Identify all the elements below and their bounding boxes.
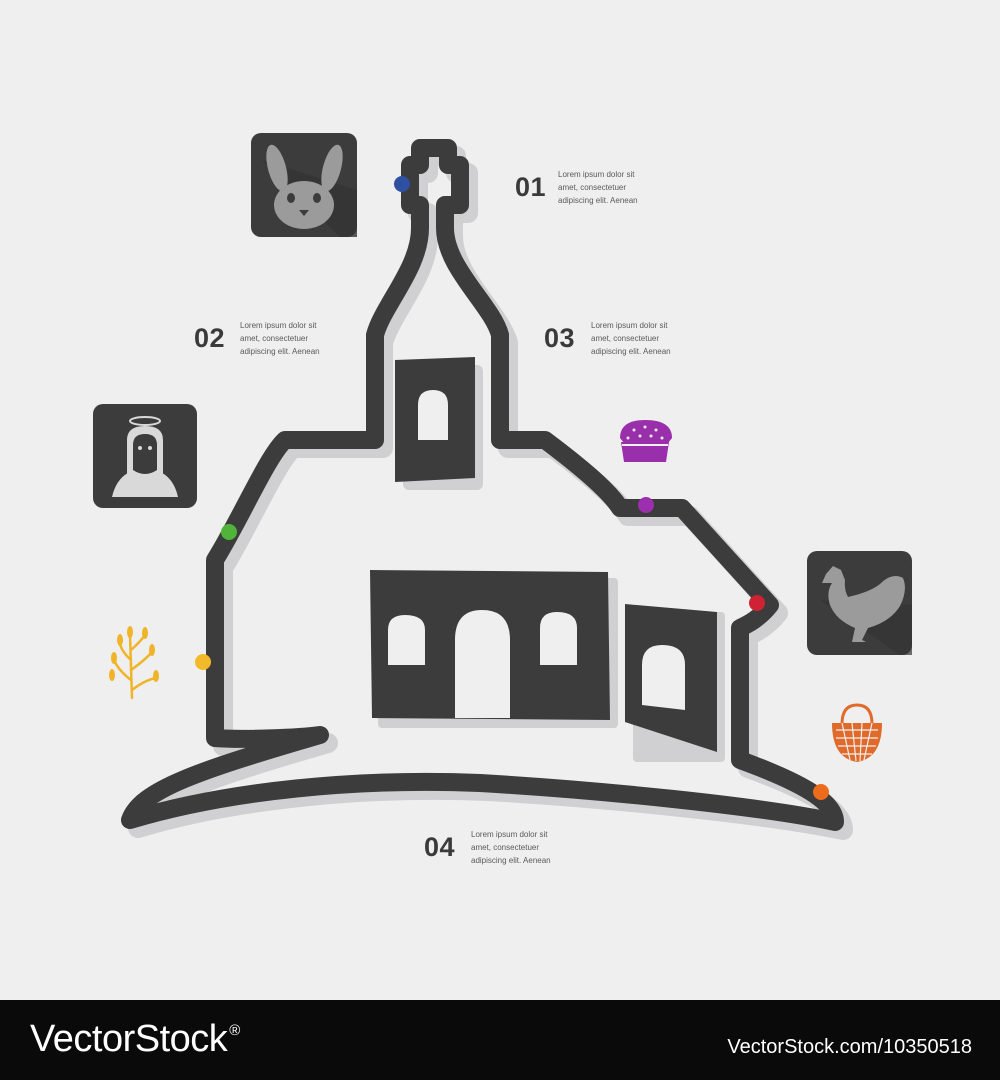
easter-cake-icon xyxy=(620,420,672,462)
step-number: 04 xyxy=(424,832,456,862)
church-facade xyxy=(370,570,610,720)
egg-basket-icon xyxy=(832,703,882,762)
willow-branch-icon xyxy=(109,626,159,700)
marker-dot-blue xyxy=(394,176,410,192)
hen-icon xyxy=(807,551,912,655)
saint-icon xyxy=(93,404,197,508)
marker-dot-orange xyxy=(813,784,829,800)
watermark-footer: VectorStock® VectorStock.com/10350518 xyxy=(0,1000,1000,1080)
step-description: Lorem ipsum dolor sit amet, consectetuer… xyxy=(558,170,638,205)
church-side-wing xyxy=(625,604,717,752)
step-description: Lorem ipsum dolor sit amet, consectetuer… xyxy=(591,321,671,356)
marker-dot-yellow xyxy=(195,654,211,670)
step-description: Lorem ipsum dolor sit amet, consectetuer… xyxy=(240,321,320,356)
image-id: VectorStock.com/10350518 xyxy=(727,1036,972,1058)
tower-window xyxy=(395,357,475,482)
step-number: 01 xyxy=(515,172,547,202)
step-description: Lorem ipsum dolor sit amet, consectetuer… xyxy=(471,830,551,865)
marker-dot-purple xyxy=(638,497,654,513)
marker-dot-green xyxy=(221,524,237,540)
infographic-canvas: 01 Lorem ipsum dolor sit amet, consectet… xyxy=(93,133,912,1000)
step-number: 02 xyxy=(194,323,226,353)
rabbit-icon xyxy=(251,133,357,237)
marker-dot-red xyxy=(749,595,765,611)
church-diagram xyxy=(93,133,912,1000)
step-number: 03 xyxy=(544,323,576,353)
brand-logo: VectorStock® xyxy=(30,1018,240,1060)
